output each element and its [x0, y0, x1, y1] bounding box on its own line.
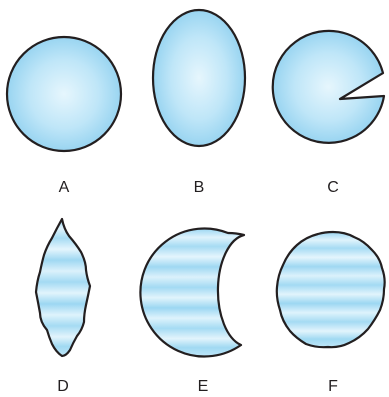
shape-b-ellipse: [153, 10, 245, 146]
label-c: C: [327, 179, 339, 196]
shape-a-circle: [7, 37, 121, 151]
label-a: A: [59, 179, 70, 196]
label-f: F: [328, 378, 338, 395]
shape-c-pacman: [273, 31, 384, 143]
shape-d-spindle: [36, 219, 90, 356]
label-e: E: [198, 378, 209, 395]
label-b: B: [194, 179, 205, 196]
shape-e-bitten-circle: [140, 228, 244, 356]
shape-f-rough-circle: [277, 232, 385, 347]
label-d: D: [57, 378, 69, 395]
